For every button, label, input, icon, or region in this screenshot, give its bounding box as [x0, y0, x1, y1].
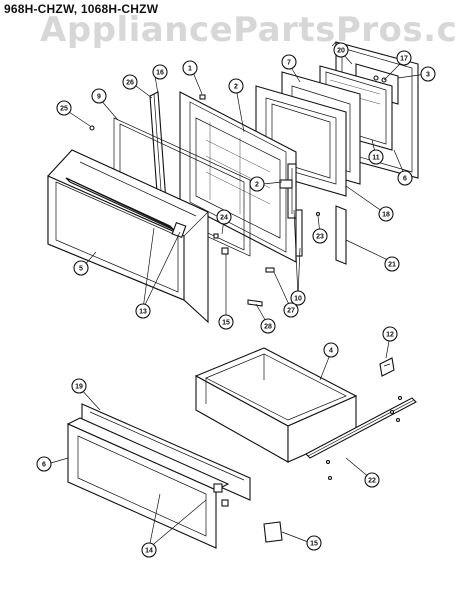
callout-7: 7: [281, 54, 297, 70]
svg-text:4: 4: [329, 348, 333, 355]
svg-text:25: 25: [60, 106, 68, 113]
model-title: 968H-CHZW, 1068H-CHZW: [4, 2, 159, 16]
callout-6-lower: 6: [36, 456, 52, 472]
svg-text:6: 6: [42, 462, 46, 469]
watermark: AppliancePartsPros.com: [40, 10, 458, 50]
svg-text:15: 15: [310, 541, 318, 548]
svg-text:13: 13: [139, 309, 147, 316]
callout-4: 4: [323, 342, 339, 358]
svg-text:17: 17: [400, 56, 408, 63]
door-inner-frame: [179, 91, 297, 263]
svg-text:10: 10: [294, 296, 302, 303]
trim-clip: [263, 521, 283, 543]
svg-text:16: 16: [156, 70, 164, 77]
callout-15-lower: 15: [306, 535, 322, 551]
svg-text:24: 24: [220, 215, 228, 222]
callout-2-mid: 2: [249, 176, 265, 192]
drawer-slide-rail: [305, 397, 417, 481]
callout-10: 10: [290, 290, 306, 306]
svg-text:7: 7: [287, 60, 291, 67]
svg-text:18: 18: [382, 212, 390, 219]
callout-21: 21: [384, 256, 400, 272]
svg-text:19: 19: [75, 384, 83, 391]
svg-text:23: 23: [316, 234, 324, 241]
drawer-box: [194, 347, 358, 463]
drawer-front-panel: [66, 417, 230, 549]
callout-19: 19: [71, 378, 87, 394]
callout-6-upper: 6: [397, 170, 413, 186]
callout-16: 16: [152, 64, 168, 80]
callout-26: 26: [122, 74, 138, 90]
callout-20: 20: [333, 42, 349, 58]
svg-text:27: 27: [287, 308, 295, 315]
svg-text:9: 9: [97, 94, 101, 101]
svg-text:14: 14: [145, 548, 153, 555]
svg-text:2: 2: [234, 84, 238, 91]
callout-13: 13: [135, 303, 151, 319]
svg-text:21: 21: [388, 262, 396, 269]
svg-text:5: 5: [79, 266, 83, 273]
callout-2-top: 2: [228, 78, 244, 94]
drawer-glide: [379, 357, 403, 401]
svg-text:2: 2: [255, 182, 259, 189]
callout-1: 1: [182, 60, 198, 76]
door-handle: [65, 177, 187, 239]
svg-text:22: 22: [368, 478, 376, 485]
callout-5: 5: [73, 260, 89, 276]
svg-text:26: 26: [126, 80, 134, 87]
callout-17: 17: [396, 50, 412, 66]
callout-28: 28: [260, 318, 276, 334]
svg-text:6: 6: [403, 176, 407, 183]
svg-text:1: 1: [188, 66, 192, 73]
outer-door-panel: [47, 149, 209, 324]
callout-23: 23: [312, 228, 328, 244]
callout-24: 24: [216, 209, 232, 225]
callout-3: 3: [420, 66, 436, 82]
callout-11: 11: [368, 149, 384, 165]
svg-text:15: 15: [222, 320, 230, 327]
svg-text:3: 3: [426, 72, 430, 79]
callout-27: 27: [283, 302, 299, 318]
svg-text:12: 12: [386, 332, 394, 339]
svg-text:11: 11: [372, 155, 380, 162]
callout-14: 14: [141, 542, 157, 558]
callout-9: 9: [91, 88, 107, 104]
callout-18: 18: [378, 206, 394, 222]
callout-22: 22: [364, 472, 380, 488]
callout-12: 12: [382, 326, 398, 342]
callout-25: 25: [56, 100, 72, 116]
svg-text:28: 28: [264, 324, 272, 331]
svg-text:20: 20: [337, 48, 345, 55]
door-hinges: [287, 163, 303, 257]
callout-15-upper: 15: [218, 314, 234, 330]
